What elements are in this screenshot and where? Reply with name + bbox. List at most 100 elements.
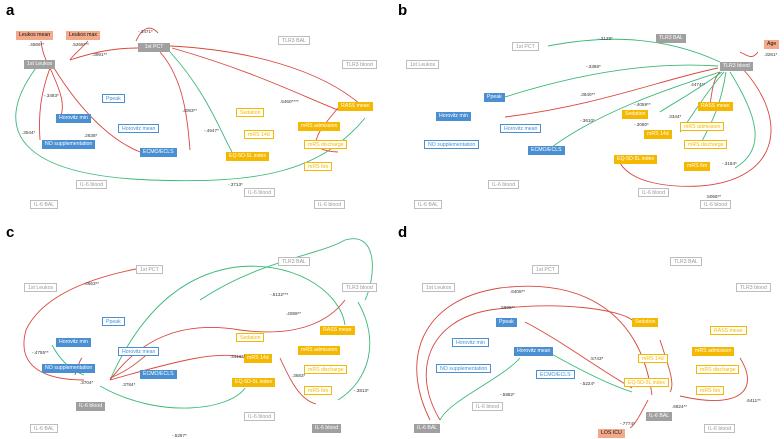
panel-letter-d: d — [398, 224, 408, 241]
node-b-no-supplementation: NO supplementation — [424, 140, 480, 149]
node-a-no-supplementation: NO supplementation — [42, 140, 96, 149]
node-a-ppeak: Ppeak — [102, 94, 125, 103]
node-b-mrs-6m: mRS 6m — [684, 162, 711, 171]
node-d-mrs-admission: mRS admission — [692, 347, 735, 356]
node-b-age: Age — [764, 40, 780, 49]
node-a-il6-blood-top: IL-6 blood — [76, 180, 108, 189]
edge-label-c-6: .3704* — [80, 380, 94, 385]
node-a-il6-bal: IL-6 BAL — [30, 200, 59, 209]
node-a-mrs-14d: mRS 14d — [244, 130, 274, 139]
edge-label-b-4: .3840** — [580, 92, 596, 97]
node-b-ppeak: Ppeak — [484, 93, 505, 102]
node-b-1st-leukos: 1st Leukos — [406, 60, 440, 69]
edge-label-d-1: .6408** — [510, 289, 526, 294]
edge-label-c-8: .3683* — [292, 373, 306, 378]
node-a-mrs-admission: mRS admission — [298, 122, 341, 131]
node-a-tlr3-blood: TLR3 blood — [342, 60, 377, 69]
edge-b-4 — [504, 67, 719, 118]
edge-a-11 — [15, 67, 366, 182]
panel-letter-b: b — [398, 2, 408, 19]
node-b-il6-blood-top: IL-6 blood — [488, 180, 520, 189]
edge-c-9 — [337, 301, 371, 401]
node-c-sedation: Sedation — [236, 333, 265, 342]
edge-d-1 — [416, 285, 653, 421]
node-b-tlr3-blood: TLR3 blood — [720, 62, 753, 71]
edge-label-d-6: .6824** — [672, 404, 688, 409]
node-b-horovitz-mean: Horovitz mean — [500, 124, 542, 133]
node-d-il6-bal: IL-6 BAL — [414, 424, 441, 433]
edge-d-6 — [659, 339, 673, 393]
edge-c-10 — [99, 385, 246, 409]
edge-label-b-2: .3261* — [764, 52, 778, 57]
edge-label-b-5: -.3610* — [580, 118, 595, 123]
node-a-1st-leukos: 1st Leukos — [24, 60, 56, 69]
node-c-il6-blood-top: IL-6 blood — [76, 402, 106, 411]
node-c-tlr3-bal: TLR3 BAL — [278, 257, 310, 266]
node-c-ppeak: Ppeak — [102, 317, 125, 326]
node-a-ecmo-ecls: ECMO/ECLS — [140, 148, 177, 157]
edge-a-13 — [169, 45, 361, 105]
node-d-il6-bal-center: IL-6 BAL — [646, 412, 673, 421]
edge-label-d-7: .6411** — [746, 398, 761, 403]
node-d-tlr3-bal: TLR3 BAL — [670, 257, 702, 266]
edge-label-a-5: -.3483* — [44, 93, 59, 98]
edge-a-10 — [171, 47, 339, 111]
edge-label-d-5: -.5882* — [500, 392, 515, 397]
node-a-horovitz-mean: Horovitz mean — [118, 124, 160, 133]
edge-label-b-6: .4474** — [690, 82, 706, 87]
edge-a-9 — [169, 51, 233, 153]
edge-a-3 — [69, 40, 89, 61]
node-c-horovitz-min: Horovitz min — [56, 338, 91, 347]
node-c-ecmo-ecls: ECMO/ECLS — [140, 370, 177, 379]
node-d-1st-pct: 1st PCT — [532, 265, 559, 274]
node-b-horovitz-min: Horovitz min — [436, 112, 471, 121]
edge-label-b-8: -.3080* — [634, 122, 649, 127]
edge-label-d-2: .5895** — [500, 305, 516, 310]
edge-d-3 — [524, 321, 633, 389]
edge-a-12 — [315, 107, 339, 153]
node-d-tlr3-blood: TLR3 blood — [736, 283, 771, 292]
edge-d-7 — [679, 357, 748, 401]
panel-letter-c: c — [6, 224, 15, 241]
panel-letter-a: a — [6, 2, 15, 19]
node-d-mrs-6m: mRS 6m — [696, 386, 725, 395]
node-c-no-supplementation: NO supplementation — [42, 364, 96, 373]
edge-b-3 — [504, 64, 719, 98]
node-d-no-supplementation: NO supplementation — [436, 364, 492, 373]
edge-label-c-9: -.3813* — [354, 388, 369, 393]
node-b-tlr3-bal: TLR3 BAL — [656, 34, 686, 43]
node-d-1st-leukos: 1st Leukos — [422, 283, 456, 292]
node-c-il6-blood-2: IL-6 blood — [244, 412, 276, 421]
edge-b-7 — [659, 71, 723, 113]
edge-b-2 — [739, 51, 759, 58]
node-d-sedation: Sedation — [632, 318, 659, 327]
edge-c-8 — [279, 357, 317, 405]
edge-a-6 — [39, 67, 51, 141]
node-d-mrs-discharge: mRS discharge — [696, 365, 740, 374]
node-b-eq5d5l: EQ-5D-5L index — [614, 155, 658, 164]
edge-b-9 — [699, 71, 727, 146]
node-a-il6-blood-2: IL-6 blood — [314, 200, 346, 209]
node-a-tlr3-bal: TLR3 BAL — [278, 36, 310, 45]
node-a-mrs-6m: mRS 6m — [304, 162, 333, 171]
edge-c-1 — [23, 268, 137, 381]
node-a-leukos-max: Leukos max — [66, 31, 100, 40]
edge-label-b-11: .5066** — [706, 194, 722, 199]
node-b-rass-mean: RASS mean — [698, 102, 733, 111]
edge-a-8 — [159, 51, 191, 151]
edge-label-d-4: -.5224* — [580, 381, 595, 386]
node-a-sedation: Sedation — [236, 108, 265, 117]
node-b-il6-bal: IL-6 BAL — [414, 200, 443, 209]
edge-label-a-9: -.4647* — [204, 128, 219, 133]
edge-label-b-3: -.3386* — [586, 64, 601, 69]
edge-label-c-2: -.5132*** — [270, 292, 289, 297]
edge-c-5 — [109, 354, 246, 381]
node-d-horovitz-mean: Horovitz mean — [514, 347, 554, 356]
node-d-los-icu: LOS ICU — [598, 429, 625, 438]
edge-a-2 — [40, 40, 47, 61]
edge-c-11 — [199, 238, 373, 301]
edge-label-a-4: .3991** — [92, 52, 108, 57]
node-a-eq5d5l: EQ-5D-5L index — [226, 152, 270, 161]
